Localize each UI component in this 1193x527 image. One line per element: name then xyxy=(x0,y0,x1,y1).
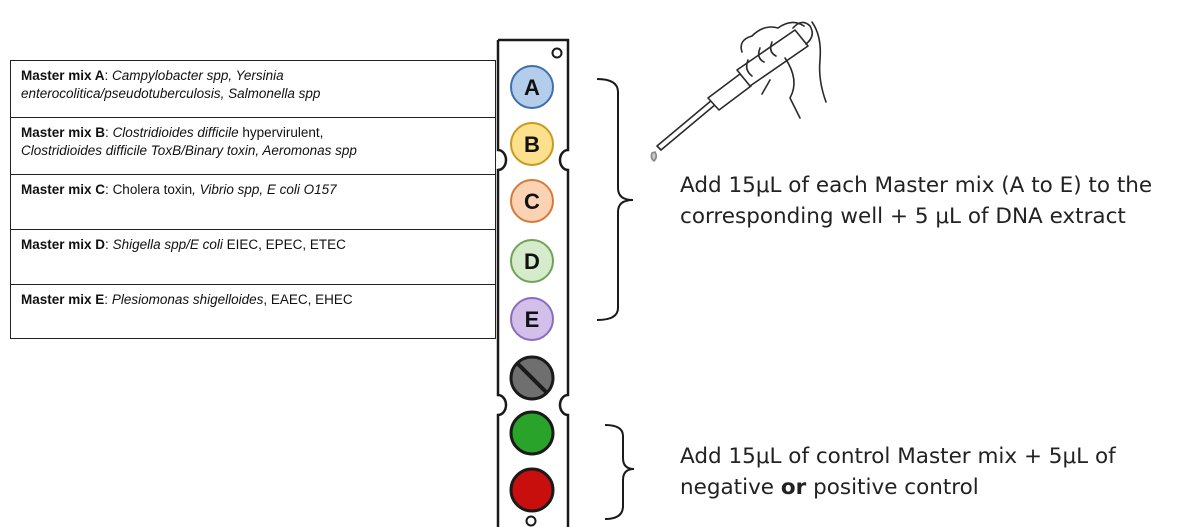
well-d: D xyxy=(510,239,554,283)
strip-hole-top xyxy=(551,47,563,59)
master-mix-target-text: , EAEC, EHEC xyxy=(263,292,353,307)
master-mix-instruction: Add 15μL of each Master mix (A to E) to … xyxy=(680,170,1152,232)
control-instruction: Add 15μL of control Master mix + 5μL of … xyxy=(680,441,1116,503)
master-mix-row-e: Master mix E: Plesiomonas shigelloides, … xyxy=(11,285,495,340)
master-mix-row-d: Master mix D: Shigella spp/E coli EIEC, … xyxy=(11,230,495,285)
well-label: D xyxy=(524,249,540,274)
master-mix-name: Master mix E xyxy=(21,292,105,307)
well-circle xyxy=(509,410,555,456)
well-circle xyxy=(510,297,554,341)
well-circle xyxy=(509,467,555,513)
master-mix-name: Master mix B xyxy=(21,125,106,140)
master-mix-targets: : Plesiomonas shigelloides, EAEC, EHEC xyxy=(104,292,353,307)
control-instruction-line-1: Add 15μL of control Master mix + 5μL of xyxy=(680,444,1116,469)
master-mix-target-text: hypervirulent, xyxy=(238,125,324,140)
well-label: C xyxy=(524,189,540,214)
strip-outline xyxy=(496,38,570,527)
master-mix-target-text: enterocolitica/pseudotuberculosis, Salmo… xyxy=(21,86,321,101)
well-circle xyxy=(510,179,554,223)
well-b: B xyxy=(510,122,554,166)
well-control-positive xyxy=(509,467,555,513)
control-word-positive: positive control xyxy=(806,475,979,500)
well-label: E xyxy=(525,307,540,332)
brace-master-mix xyxy=(596,78,634,321)
control-word-or: or xyxy=(780,475,807,500)
master-mix-instruction-line-2: corresponding well + 5 μL of DNA extract xyxy=(680,204,1126,229)
master-mix-targets: : Shigella spp/E coli EIEC, EPEC, ETEC xyxy=(105,237,346,252)
brace-controls xyxy=(604,424,635,520)
master-mix-target-text: Shigella spp/E coli xyxy=(112,237,223,252)
master-mix-row-b: Master mix B: Clostridioides difficile h… xyxy=(11,118,495,175)
strip-hole-bottom xyxy=(525,515,537,527)
well-label: A xyxy=(524,75,540,100)
well-blocked xyxy=(509,355,555,401)
master-mix-targets: : Clostridioides difficile hypervirulent… xyxy=(21,125,357,158)
master-mix-target-text: Clostridioides difficile ToxB/Binary tox… xyxy=(21,143,357,158)
wells: A B C D E xyxy=(509,65,555,513)
master-mix-target-text: EIEC, EPEC, ETEC xyxy=(222,237,346,252)
master-mix-targets: : Cholera toxin, Vibrio spp, E coli O157 xyxy=(105,182,337,197)
well-a: A xyxy=(510,65,554,109)
well-e: E xyxy=(510,297,554,341)
master-mix-name: Master mix A xyxy=(21,68,105,83)
well-circle xyxy=(510,239,554,283)
well-circle xyxy=(510,122,554,166)
well-slash xyxy=(515,361,549,395)
master-mix-name: Master mix C xyxy=(21,182,106,197)
master-mix-target-text: Clostridioides difficile xyxy=(112,125,239,140)
control-instruction-line-2: negative or positive control xyxy=(680,472,1116,503)
well-control-negative xyxy=(509,410,555,456)
control-word-negative: negative xyxy=(680,475,781,500)
master-mix-target-text: Plesiomonas shigelloides xyxy=(111,292,264,307)
master-mix-target-text: Campylobacter spp, Yersinia xyxy=(112,68,284,83)
master-mix-target-text: Cholera toxin xyxy=(112,182,193,197)
well-c: C xyxy=(510,179,554,223)
master-mix-target-text: , Vibrio spp, E coli O157 xyxy=(192,182,337,197)
well-circle xyxy=(510,65,554,109)
master-mix-row-c: Master mix C: Cholera toxin, Vibrio spp,… xyxy=(11,175,495,230)
master-mix-instruction-line-1: Add 15μL of each Master mix (A to E) to … xyxy=(680,173,1153,198)
pcr-strip xyxy=(496,38,570,527)
pipette-hand-illustration xyxy=(650,21,827,162)
master-mix-row-a: Master mix A: Campylobacter spp, Yersini… xyxy=(11,61,495,118)
well-label: B xyxy=(524,132,540,157)
master-mix-table: Master mix A: Campylobacter spp, Yersini… xyxy=(10,60,496,339)
master-mix-name: Master mix D xyxy=(21,237,106,252)
